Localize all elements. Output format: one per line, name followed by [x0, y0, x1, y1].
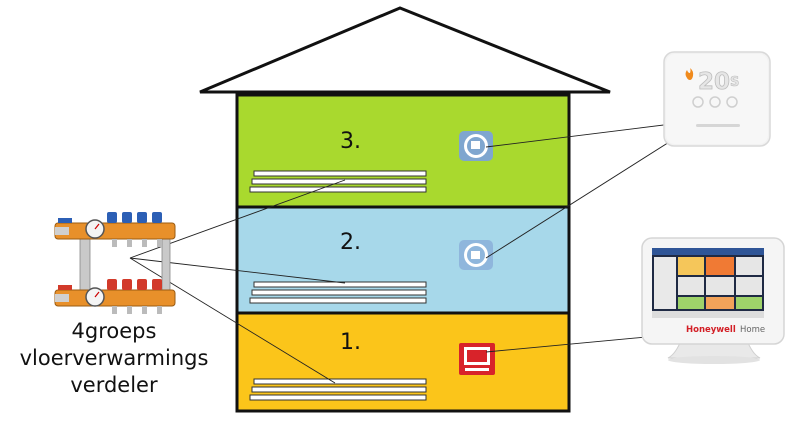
floor-2-heating-loop — [249, 281, 427, 304]
touchscreen-controller-icon — [459, 343, 495, 375]
controller-brand: Honeywell — [686, 325, 736, 335]
manifold-caption-line-3: verdeler — [70, 373, 158, 397]
manifold-caption-line-1: 4groeps — [71, 319, 157, 343]
wall-thermostat: 20 S — [663, 51, 771, 147]
floor-3-label: 3. — [340, 129, 361, 154]
thermostat-display-value: 20 — [698, 69, 730, 95]
floor-2-label: 2. — [340, 230, 361, 255]
touchscreen-controller: Honeywell Home — [641, 237, 785, 364]
house-roof — [199, 6, 611, 94]
thermostat-plus-button — [726, 96, 738, 108]
thermostat-minus-button — [692, 96, 704, 108]
thermostat-display-unit: S — [730, 75, 739, 90]
zone-tiles — [652, 257, 764, 318]
room-thermostat-icon — [459, 131, 493, 161]
controller-brand-suffix: Home — [740, 325, 765, 335]
floor-1-heating-loop — [249, 378, 427, 401]
room-thermostat-icon — [459, 240, 493, 270]
floor-3-heating-loop — [249, 170, 427, 193]
manifold-caption: 4groeps vloerverwarmings verdeler — [4, 318, 224, 399]
flame-icon — [685, 68, 694, 80]
floor-heating-manifold — [54, 212, 176, 314]
manifold-caption-line-2: vloerverwarmings — [19, 346, 209, 370]
thermostat-select-button — [709, 96, 721, 108]
floor-1-label: 1. — [340, 330, 361, 355]
controller-brand-name: Honeywell — [686, 325, 736, 335]
floor-2-panel — [235, 205, 571, 315]
